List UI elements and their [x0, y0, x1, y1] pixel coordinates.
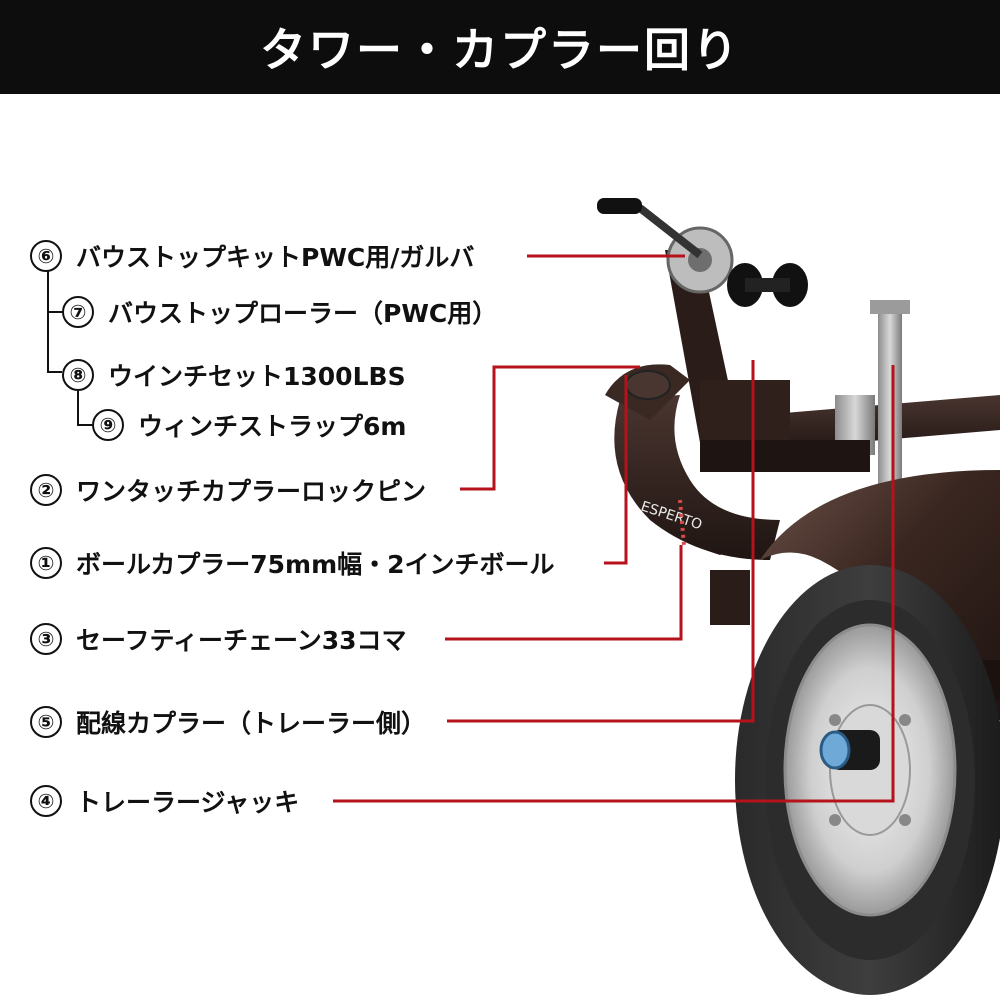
part-name: ワンタッチカプラーロックピン — [76, 477, 427, 506]
part-label-9: ⑨ ウィンチストラップ6m — [92, 405, 406, 445]
page-title: タワー・カプラー回り — [260, 23, 740, 77]
part-label-6: ⑥ バウストップキットPWC用/ガルバ — [30, 236, 474, 276]
part-label-5: ⑤ 配線カプラー（トレーラー側） — [30, 702, 426, 742]
leader-3 — [445, 545, 683, 641]
part-name: セーフティーチェーン33コマ — [76, 626, 407, 655]
part-number: ③ — [30, 623, 62, 655]
part-name: 配線カプラー（トレーラー側） — [76, 709, 427, 738]
trailer-photo: ESPERTO — [597, 198, 1000, 995]
leader-1 — [604, 375, 628, 565]
header-bar: タワー・カプラー回り — [0, 0, 1000, 94]
part-number: ④ — [30, 785, 62, 817]
part-name: ウインチセット1300LBS — [108, 362, 406, 391]
leader-2 — [460, 365, 640, 491]
part-name: バウストップローラー（PWC用） — [108, 299, 498, 328]
part-name: ボールカプラー75mm幅・2インチボール — [76, 550, 555, 579]
part-number: ⑥ — [30, 240, 62, 272]
part-number: ⑧ — [62, 359, 94, 391]
leader-4 — [333, 365, 895, 803]
part-number: ① — [30, 547, 62, 579]
part-number: ⑤ — [30, 706, 62, 738]
leader-5 — [447, 360, 755, 723]
part-number: ⑦ — [62, 296, 94, 328]
part-label-4: ④ トレーラージャッキ — [30, 781, 299, 821]
part-label-8: ⑧ ウインチセット1300LBS — [62, 355, 406, 395]
part-label-7: ⑦ バウストップローラー（PWC用） — [62, 292, 497, 332]
part-name: バウストップキットPWC用/ガルバ — [76, 243, 475, 272]
part-label-1: ① ボールカプラー75mm幅・2インチボール — [30, 543, 555, 583]
part-label-3: ③ セーフティーチェーン33コマ — [30, 619, 407, 659]
part-name: ウィンチストラップ6m — [138, 412, 407, 441]
tree-connector-6-8 — [47, 270, 62, 373]
part-name: トレーラージャッキ — [76, 788, 300, 817]
part-label-2: ② ワンタッチカプラーロックピン — [30, 470, 426, 510]
part-number: ② — [30, 474, 62, 506]
tree-connector-8-9 — [77, 391, 92, 426]
part-number: ⑨ — [92, 409, 124, 441]
